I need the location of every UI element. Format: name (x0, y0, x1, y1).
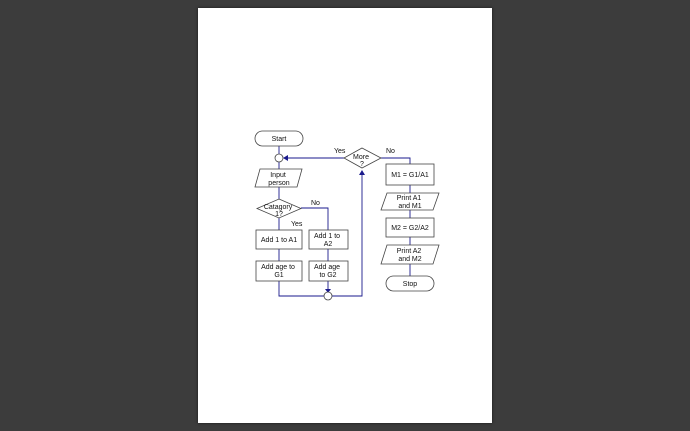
svg-text:Add age to G2: Add age to G2 (314, 264, 342, 279)
arrowhead-merge (283, 155, 288, 161)
connector-more-no (381, 157, 411, 164)
svg-text:Input person: Input person (268, 172, 290, 187)
connector-g1-to-join (278, 281, 324, 297)
category-yes-label: Yes (291, 221, 303, 228)
m1-process: M1 = G1/A1 (385, 163, 435, 186)
arrowhead-more (359, 170, 365, 175)
merge-connector-top (274, 153, 284, 163)
add-a2-label-line1: Add 1 to (314, 233, 340, 240)
more-no-label: No (386, 148, 395, 155)
add-g2-label-line2: to G2 (319, 272, 336, 279)
stop-terminal: Stop (385, 275, 435, 292)
add-a2-process: Add 1 to A2 (308, 229, 349, 250)
category-decision: Catagory 1? (255, 198, 303, 219)
print1-label-line2: and M1 (398, 203, 421, 210)
add-a1-process: Add 1 to A1 (255, 229, 303, 250)
m2-label: M2 = G2/A2 (391, 225, 429, 232)
print-a2-m2-output: Print A2 and M2 (380, 244, 440, 265)
svg-text:Add 1 to A2: Add 1 to A2 (314, 233, 342, 248)
flow-connectors (278, 146, 411, 297)
print-a1-m1-output: Print A1 and M1 (380, 192, 440, 211)
category-label-line1: Catagory (264, 204, 293, 211)
svg-text:Catagory 1?: Catagory 1? (264, 204, 294, 218)
add-g1-process: Add age to G1 (255, 260, 303, 282)
input-label-line1: Input (270, 172, 286, 179)
more-yes-label: Yes (334, 148, 346, 155)
category-no-label: No (311, 200, 320, 207)
print2-label-line1: Print A2 (397, 248, 422, 255)
category-label-line2: 1? (275, 211, 283, 218)
m2-process: M2 = G2/A2 (385, 217, 435, 238)
connector-category-no (301, 207, 329, 230)
input-person-node: Input person (254, 168, 303, 188)
stop-label: Stop (403, 281, 418, 288)
svg-text:More ?: More ? (353, 154, 371, 168)
add-g1-label-line2: G1 (274, 272, 283, 279)
more-label-line1: More (353, 154, 369, 161)
add-a1-label: Add 1 to A1 (261, 237, 297, 244)
add-g1-label-line1: Add age to (261, 264, 295, 271)
svg-text:Print A2 and M2: Print A2 and M2 (397, 248, 423, 263)
print1-label-line1: Print A1 (397, 195, 422, 202)
svg-text:Print A1 and M1: Print A1 and M1 (397, 195, 423, 210)
start-label: Start (272, 136, 287, 143)
add-a2-label-line2: A2 (324, 241, 333, 248)
add-g2-process: Add age to G2 (308, 260, 349, 282)
more-label-line2: ? (360, 161, 364, 168)
input-label-line2: person (268, 180, 290, 187)
print2-label-line2: and M2 (398, 256, 421, 263)
start-terminal: Start (254, 130, 304, 147)
document-page (198, 8, 492, 423)
svg-text:Add age to G1: Add age to G1 (261, 264, 297, 279)
arrowhead-g2-join (325, 289, 331, 293)
m1-label: M1 = G1/A1 (391, 172, 429, 179)
add-g2-label-line1: Add age (314, 264, 340, 271)
connector-join-to-more (332, 174, 363, 297)
join-connector-bottom (323, 291, 333, 301)
more-decision: More ? (343, 147, 382, 169)
